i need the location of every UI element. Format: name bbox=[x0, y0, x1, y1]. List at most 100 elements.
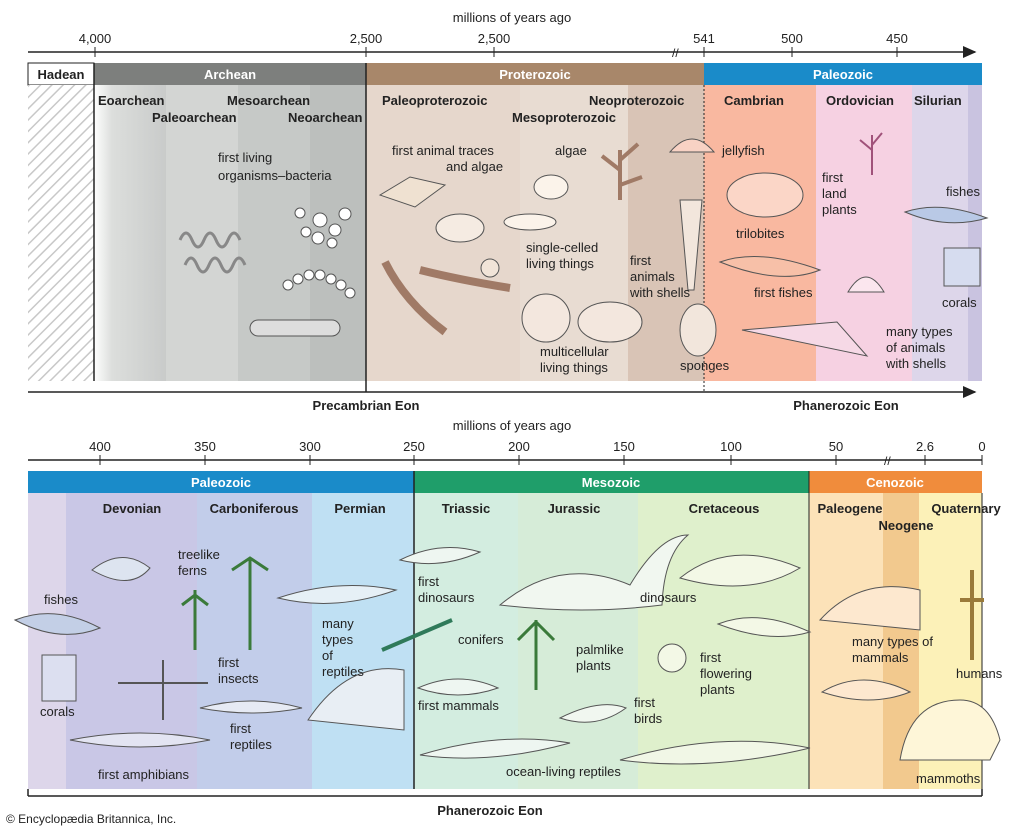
label-first-flowering-3: plants bbox=[700, 682, 735, 697]
eon-label-phanerozoic-bottom: Phanerozoic Eon bbox=[437, 803, 543, 818]
period-eoarchean: Eoarchean bbox=[98, 93, 165, 108]
label-first-insects-1: first bbox=[218, 655, 239, 670]
tick-label: 2,500 bbox=[478, 31, 511, 46]
eon-headers-top: Hadean Archean Proterozoic Paleozoic bbox=[27, 62, 982, 86]
tick-label: 0 bbox=[978, 439, 985, 454]
period-silurian: Silurian bbox=[914, 93, 962, 108]
cell-icon bbox=[480, 258, 500, 278]
eon-label-phanerozoic-top: Phanerozoic Eon bbox=[793, 398, 899, 413]
label-first-reptiles-2: reptiles bbox=[230, 737, 272, 752]
tick-label: 2.6 bbox=[916, 439, 934, 454]
label-first-dinosaurs-2: dinosaurs bbox=[418, 590, 475, 605]
eon-label-precambrian: Precambrian Eon bbox=[313, 398, 420, 413]
period-ordovician: Ordovician bbox=[826, 93, 894, 108]
mammal-icon bbox=[820, 679, 912, 701]
label-sponges: sponges bbox=[680, 358, 730, 373]
mammal-icon bbox=[818, 586, 921, 631]
worm-trace-icon bbox=[419, 266, 511, 292]
period-triassic: Triassic bbox=[442, 501, 490, 516]
ticks-bottom: 400 350 300 250 200 150 100 50 2.6 0 // bbox=[89, 439, 985, 468]
label-first-animals-1: first bbox=[630, 253, 651, 268]
label-algae: algae bbox=[555, 143, 587, 158]
label-fishes-bottom: fishes bbox=[44, 592, 78, 607]
period-jurassic: Jurassic bbox=[548, 501, 601, 516]
shelled-cephalopod-icon bbox=[741, 321, 869, 357]
period-names-bottom: Devonian Carboniferous Permian Triassic … bbox=[103, 501, 1002, 533]
single-celled-organism-icon bbox=[503, 213, 557, 231]
label-many-reptiles-3: of bbox=[322, 648, 333, 663]
tick-label: 250 bbox=[403, 439, 425, 454]
eon-bar-bottom: Phanerozoic Eon bbox=[27, 789, 983, 818]
eon-archean: Archean bbox=[204, 67, 256, 82]
triceratops-icon bbox=[678, 554, 802, 587]
label-fishes-top: fishes bbox=[946, 184, 980, 199]
land-plant-icon bbox=[859, 132, 883, 175]
label-palmlike-1: palmlike bbox=[576, 642, 624, 657]
label-multicellular: multicellular bbox=[540, 344, 609, 359]
tick-label: 350 bbox=[194, 439, 216, 454]
tick-label: 150 bbox=[613, 439, 635, 454]
ticks-top: 4,000 2,500 2,500 541 500 450 // bbox=[79, 31, 908, 60]
tick-label: 541 bbox=[693, 31, 715, 46]
label-living-things-1: living things bbox=[526, 256, 594, 271]
label-mammoths: mammoths bbox=[916, 771, 981, 786]
tick-label: 300 bbox=[299, 439, 321, 454]
eon-bar-top: Precambrian Eon Phanerozoic Eon bbox=[28, 381, 977, 413]
sauropod-icon bbox=[498, 534, 690, 611]
treelike-fern-icon bbox=[181, 590, 209, 650]
label-conifers: conifers bbox=[458, 632, 504, 647]
sponge-icon bbox=[679, 303, 717, 357]
label-first-birds-2: birds bbox=[634, 711, 663, 726]
tick-label: 2,500 bbox=[350, 31, 383, 46]
label-first-animals-3: with shells bbox=[629, 285, 690, 300]
label-many-reptiles-4: reptiles bbox=[322, 664, 364, 679]
period-mesoarchean: Mesoarchean bbox=[227, 93, 310, 108]
eon-cenozoic: Cenozoic bbox=[866, 475, 924, 490]
axis-title-bottom: millions of years ago bbox=[453, 418, 572, 433]
label-palmlike-2: plants bbox=[576, 658, 611, 673]
label-trilobites: trilobites bbox=[736, 226, 785, 241]
label-many-reptiles-1: many bbox=[322, 616, 354, 631]
label-dinosaurs: dinosaurs bbox=[640, 590, 697, 605]
period-mesoproterozoic: Mesoproterozoic bbox=[512, 110, 616, 125]
palmlike-plant-icon bbox=[516, 619, 556, 690]
algae-icon bbox=[533, 174, 569, 200]
tick-label: 100 bbox=[720, 439, 742, 454]
label-first-insects-2: insects bbox=[218, 671, 259, 686]
shell-icon bbox=[847, 276, 885, 293]
bacteria-chain-icon bbox=[282, 269, 356, 299]
labels-bottom: fishes corals first amphibians treelike … bbox=[40, 547, 1003, 786]
organism-illustrations-bottom bbox=[13, 534, 1001, 765]
label-first-flowering-2: flowering bbox=[700, 666, 752, 681]
reptile-icon bbox=[199, 700, 303, 714]
multicellular-organism-icon bbox=[577, 301, 643, 343]
label-first-dinosaurs-1: first bbox=[418, 574, 439, 589]
label-first-birds-1: first bbox=[634, 695, 655, 710]
copyright-credit: © Encyclopædia Britannica, Inc. bbox=[6, 812, 176, 826]
dinosaur-icon bbox=[716, 617, 812, 637]
eon-mesozoic: Mesozoic bbox=[582, 475, 641, 490]
fish-icon bbox=[13, 613, 102, 635]
label-first-reptiles-1: first bbox=[230, 721, 251, 736]
period-paleoproterozoic: Paleoproterozoic bbox=[382, 93, 487, 108]
label-many-mammals-1: many types of bbox=[852, 634, 933, 649]
period-paleoarchean: Paleoarchean bbox=[152, 110, 237, 125]
label-single-celled: single-celled bbox=[526, 240, 598, 255]
tick-label: 200 bbox=[508, 439, 530, 454]
bacteria-strand-icon bbox=[183, 256, 247, 274]
axis-break-mark: // bbox=[884, 454, 891, 468]
label-many-reptiles-2: types bbox=[322, 632, 354, 647]
period-carboniferous: Carboniferous bbox=[210, 501, 299, 516]
labels-top: first living organisms–bacteria first an… bbox=[218, 143, 980, 375]
period-names-top: Eoarchean Paleoarchean Mesoarchean Neoar… bbox=[98, 93, 962, 125]
worm-trace-icon bbox=[381, 260, 448, 336]
label-many-types-2: of animals bbox=[886, 340, 946, 355]
conifer-icon bbox=[381, 618, 453, 652]
reptile-mammal-icon bbox=[307, 668, 405, 731]
mammal-icon bbox=[416, 678, 500, 696]
eon-hadean: Hadean bbox=[38, 67, 85, 82]
bacteria-strand-icon bbox=[178, 231, 242, 249]
organism-illustrations-top bbox=[178, 132, 989, 357]
axis-break-mark: // bbox=[672, 46, 679, 60]
